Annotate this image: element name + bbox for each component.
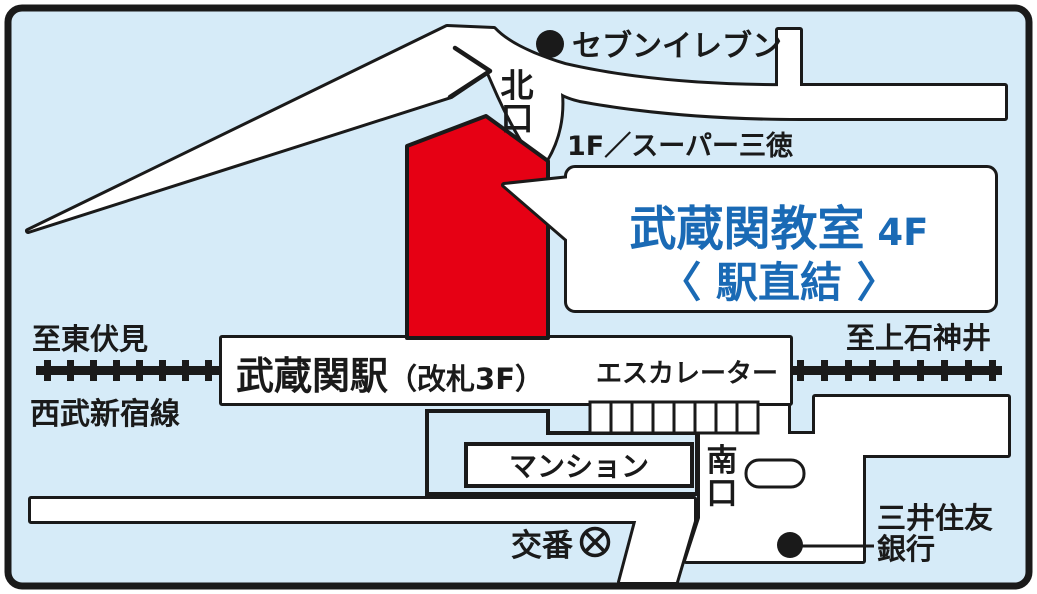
classroom-building-red [405,114,550,340]
station-building [222,338,790,403]
callout-bubble: 武蔵関教室 4F 〈 駅直結 〉 [501,165,998,313]
mansion-box [464,442,694,488]
callout-tail [504,178,570,242]
bank-dot-icon [777,532,874,558]
label-seven-eleven: セブンイレブン [572,29,782,64]
svg-text:三井住友: 三井住友 [877,501,993,535]
junction-fork-mark [447,45,493,100]
svg-text:銀行: 銀行 [877,532,935,566]
label-koban: 交番 [511,528,574,564]
svg-text:口: 口 [707,476,738,512]
koban-circle-x-icon [579,526,611,558]
seven-eleven-dot-icon [536,30,564,58]
label-station: 武蔵関駅（改札3F） [236,354,544,398]
label-bank: 三井住友 銀行 [877,501,993,566]
rotary-island-icon [744,458,806,489]
road-top-stub [778,30,800,100]
svg-text:北: 北 [501,66,534,105]
label-north-exit: 北 口 [501,66,534,138]
railway-track-right-icon [788,360,1002,381]
label-to-higashi-fushimi: 至東伏見 [32,322,148,356]
building-block-right [815,397,1008,455]
label-mansion: マンション [509,450,649,483]
road-bottom-band [31,499,694,521]
map-border [4,4,1033,590]
label-supermarket: 1F／スーパー三徳 [567,131,793,162]
callout-title: 武蔵関教室 4F [630,202,929,257]
label-line-name: 西武新宿線 [30,397,180,432]
label-escalator: エスカレーター [596,359,778,389]
roads [28,27,1008,582]
callout-subtitle: 〈 駅直結 〉 [659,258,898,307]
road-main-diagonal-and-top [28,27,1005,231]
callout-box [567,168,995,310]
escalator-steps-icon [588,400,760,435]
railway-track-left-icon [36,360,224,381]
label-south-exit: 南 口 [707,443,738,512]
svg-text:南: 南 [707,443,738,479]
label-to-kami-shakujii: 至上石神井 [846,321,991,355]
svg-text:口: 口 [501,99,534,138]
road-to-bottom-edge [620,499,694,582]
